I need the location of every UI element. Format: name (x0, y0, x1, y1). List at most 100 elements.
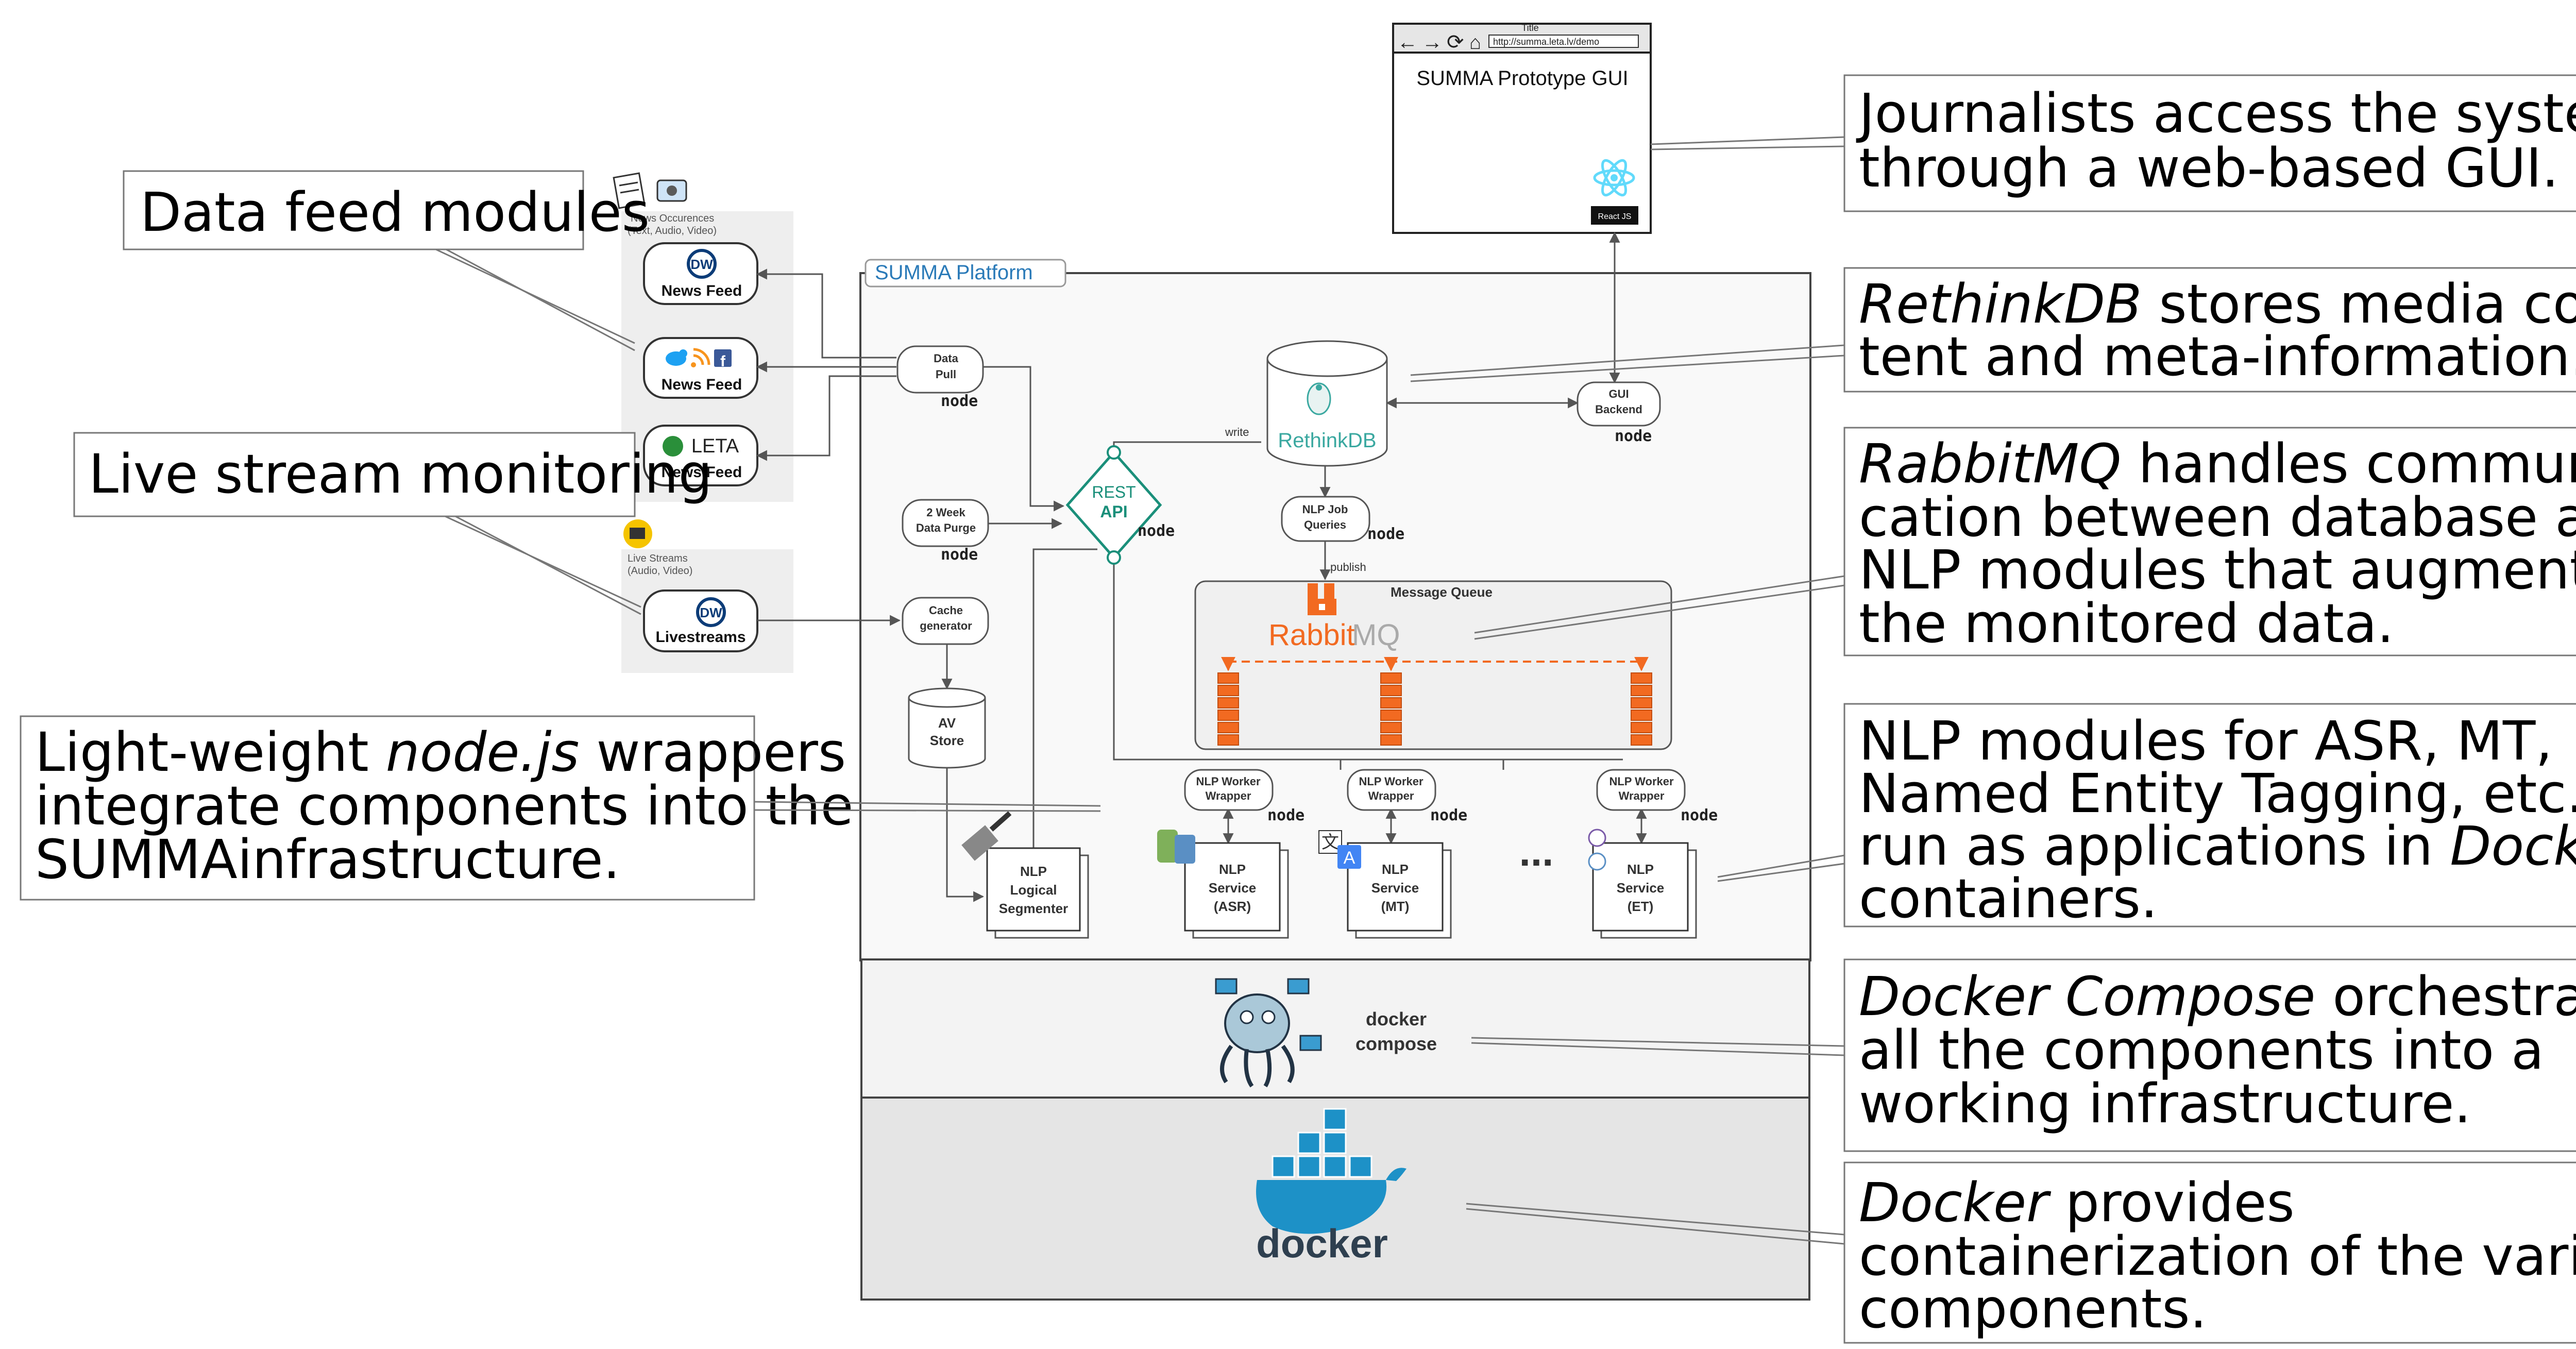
worker-wrapper-mt[interactable]: NLP Worker Wrapper (1347, 769, 1436, 811)
news-group-label-1: News Occurences (631, 213, 714, 224)
back-arrow-icon[interactable]: ← (1397, 31, 1418, 54)
et-line-3: (ET) (1628, 899, 1654, 914)
compose-line-2: compose (1355, 1033, 1437, 1054)
write-label: write (1225, 426, 1249, 439)
wrapper-mt-line-1: NLP Worker (1359, 775, 1423, 788)
ellipsis: ... (1519, 829, 1554, 874)
forward-arrow-icon[interactable]: → (1422, 31, 1443, 54)
nlp-line4: containers. (1859, 867, 2158, 930)
docker-line1-b: provides (2048, 1171, 2295, 1234)
twitter-icon (666, 349, 687, 366)
leta-feed-label: News Feed (662, 464, 742, 481)
leta-logo-text: LETA (691, 435, 739, 457)
data-pull-line-1: Data (934, 352, 958, 365)
queue-cell (1217, 697, 1239, 709)
home-icon[interactable]: ⌂ (1469, 32, 1481, 54)
svg-text:Light-weight node.js wrappers: Light-weight node.js wrappers (35, 721, 846, 784)
gui-backend-node[interactable]: GUI Backend (1577, 381, 1661, 427)
nodejs-line3: SUMMAinfrastructure. (35, 828, 620, 891)
rabbit-word: Rabbit (1268, 618, 1355, 652)
facebook-icon: f (714, 349, 732, 370)
node-logo-gui: node (1615, 427, 1652, 445)
wrapper-et-line-2: Wrapper (1619, 789, 1665, 802)
data-pull-node[interactable]: Data Pull (896, 345, 984, 394)
compose-line1-b: orchestrates (2315, 965, 2576, 1028)
svg-text:RethinkDB stores media con-: RethinkDB stores media con- (1859, 273, 2576, 335)
compose-line2: all the components into a (1859, 1019, 2544, 1082)
social-feed-label: News Feed (662, 376, 742, 393)
callout-live-stream-text: Live stream monitoring (89, 443, 713, 505)
rest-api-node[interactable]: REST API (1065, 445, 1162, 565)
queue-cell (1380, 685, 1402, 696)
nlp-service-et[interactable]: NLP Service (ET) (1592, 842, 1697, 939)
rethink-line1-b: stores media con- (2142, 273, 2576, 335)
segmenter-node[interactable]: NLP Logical Segmenter (986, 847, 1089, 939)
reload-icon[interactable]: ⟳ (1447, 31, 1464, 54)
live-group-label-1: Live Streams (628, 553, 688, 564)
svg-text:A: A (1344, 848, 1355, 868)
gui-line1: Journalists access the system (1856, 82, 2576, 145)
dw-livestreams[interactable]: DW Livestreams (643, 589, 758, 652)
rethink-line1-a: RethinkDB (1859, 273, 2142, 335)
rest-line-2: API (1100, 502, 1127, 521)
purge-line-2: Data Purge (916, 521, 976, 534)
asr-line-3: (ASR) (1214, 899, 1251, 914)
mq-word: MQ (1352, 618, 1400, 652)
data-purge-node[interactable]: 2 Week Data Purge (902, 499, 989, 547)
nlp-line1: NLP modules for ASR, MT, (1859, 710, 2552, 772)
nlp-service-mt[interactable]: NLP Service (MT) (1347, 842, 1452, 939)
newspaper-icon (613, 172, 646, 209)
queue-cell (1217, 734, 1239, 746)
queue-cell (1380, 697, 1402, 709)
callout-docker-compose: Docker Compose orchestrates all the comp… (1471, 958, 2576, 1152)
callout-gui: Journalists access the system through a … (1650, 74, 2576, 212)
callout-docker: Docker provides containerization of the … (1466, 1161, 2576, 1344)
jobs-line-2: Queries (1304, 518, 1346, 531)
worker-wrapper-asr[interactable]: NLP Worker Wrapper (1184, 769, 1274, 811)
callout-nodejs: Light-weight node.js wrappers integrate … (20, 715, 1101, 901)
publish-label: publish (1330, 561, 1366, 574)
svg-text:RabbitMQ handles communi-: RabbitMQ handles communi- (1859, 432, 2576, 495)
social-news-feed[interactable]: f News Feed (643, 337, 758, 399)
leta-logo-icon (663, 436, 683, 457)
worker-wrapper-et[interactable]: NLP Worker Wrapper (1596, 769, 1686, 811)
asr-line-2: Service (1209, 880, 1257, 896)
nodejs-line1-b: node.js (386, 721, 580, 784)
av-store-node[interactable]: AV Store (908, 687, 986, 769)
callout-nlp-modules: NLP modules for ASR, MT, Named Entity Ta… (1717, 703, 2576, 930)
rss-icon (691, 348, 710, 367)
whale-container-box (1323, 1108, 1347, 1131)
rabbit-line3: NLP modules that augment (1859, 538, 2576, 601)
wrapper-et-line-1: NLP Worker (1609, 775, 1674, 788)
rabbit-line1-a: RabbitMQ (1859, 432, 2121, 495)
docker-line3: components. (1859, 1277, 2207, 1340)
nlp-job-queries-node[interactable]: NLP Job Queries (1281, 496, 1370, 542)
address-bar[interactable] (1488, 35, 1639, 48)
translate-icon: 文 A (1318, 830, 1361, 869)
data-pull-line-2: Pull (936, 368, 956, 381)
rabbit-line2: cation between database and (1859, 486, 2576, 549)
queue-cell (1380, 734, 1402, 746)
cache-generator-node[interactable]: Cache generator (902, 597, 989, 645)
queue-cell (1631, 710, 1652, 721)
cache-line-2: generator (920, 619, 972, 632)
nodejs-line1-c: wrappers (579, 721, 846, 784)
node-logo-wrapper-asr: node (1267, 806, 1304, 824)
rethinkdb-node[interactable]: RethinkDB (1266, 340, 1388, 467)
dw-live-logo-icon (696, 597, 726, 627)
whale-container-box (1349, 1155, 1372, 1178)
purge-line-1: 2 Week (926, 506, 965, 519)
node-logo-data-pull: node (941, 392, 978, 410)
leta-news-feed[interactable]: LETA News Feed (643, 425, 758, 486)
dw-news-feed[interactable]: DW News Feed (643, 242, 758, 305)
nlp-service-asr[interactable]: NLP Service (ASR) (1184, 842, 1289, 939)
mq-label: Message Queue (1391, 584, 1493, 600)
callout-rabbitmq: RabbitMQ handles communi- cation between… (1474, 427, 2576, 656)
seg-line-3: Segmenter (999, 901, 1068, 916)
svg-text:run as applications in Docker: run as applications in Docker (1859, 815, 2576, 878)
dw-feed-label: News Feed (662, 282, 742, 299)
dw-live-logo-text: DW (700, 605, 722, 620)
rethink-line2: tent and meta-information. (1859, 325, 2576, 388)
docker-whale-icon (1256, 1108, 1406, 1234)
